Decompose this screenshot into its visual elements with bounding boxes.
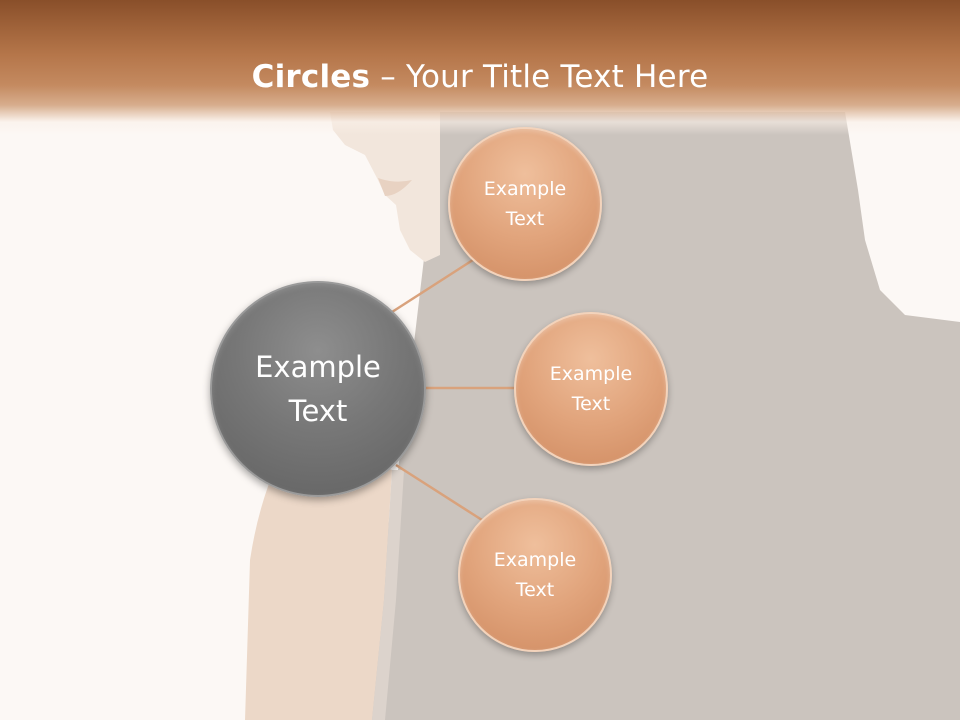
lips-shape [378, 178, 412, 196]
circle-top-line2: Text [505, 208, 545, 230]
circle-middle-line1: Example [549, 363, 633, 385]
main-circle-line2: Text [288, 394, 348, 428]
main-circle-line1: Example [255, 350, 381, 384]
title-bar [0, 0, 960, 135]
circle-top[interactable]: Example Text [448, 127, 602, 281]
title-rest: – Your Title Text Here [370, 59, 709, 95]
main-circle[interactable]: Example Text [210, 281, 426, 497]
circle-bottom[interactable]: Example Text [458, 498, 612, 652]
connector-top [391, 256, 477, 314]
circle-middle-line2: Text [571, 393, 611, 415]
circle-middle[interactable]: Example Text [514, 312, 668, 466]
circle-bottom-line1: Example [493, 549, 577, 571]
slide-title[interactable]: Circles – Your Title Text Here [0, 52, 960, 102]
title-bold: Circles [251, 59, 371, 95]
circle-top-line1: Example [483, 178, 567, 200]
connector-bottom [395, 463, 483, 522]
shoulder-shape [245, 420, 392, 720]
hair-edge-shape [372, 470, 404, 720]
circle-bottom-line2: Text [515, 579, 555, 601]
